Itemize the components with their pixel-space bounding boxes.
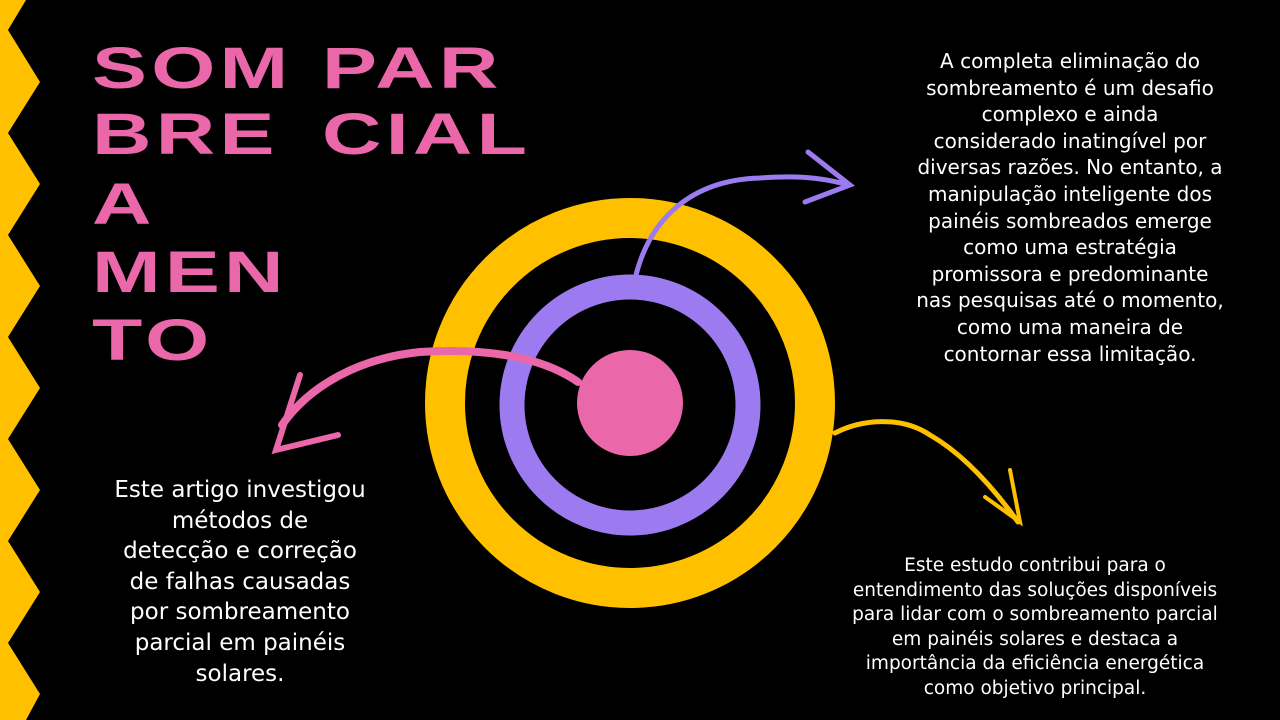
text-line: solares. [195, 660, 285, 687]
text-line: de falhas causadas [129, 568, 351, 595]
title-line: BRE [92, 102, 279, 167]
text-line: complexo e ainda [981, 102, 1159, 127]
text-line: diversas razões. No entanto, a [917, 155, 1223, 180]
text-line: detecção e correção [123, 538, 357, 565]
text-line: métodos de [171, 507, 309, 534]
text-line: nas pesquisas até o momento, [916, 288, 1224, 313]
outer-yellow-ring [425, 198, 835, 608]
text-line: parcial em painéis [134, 629, 346, 656]
text-bottom-left: Este artigo investigou métodos de detecç… [60, 475, 420, 689]
text-line: como objetivo principal. [923, 677, 1147, 699]
pink-arrow [271, 346, 582, 455]
middle-purple-ring [499, 274, 761, 536]
title-line: TO [92, 308, 214, 373]
text-line: manipulação inteligente dos [927, 181, 1213, 206]
text-line: importância da eficiência energética [865, 653, 1205, 675]
text-line: contornar essa limitação. [943, 341, 1197, 366]
text-line: por sombreamento [130, 599, 350, 626]
text-line: A completa eliminação do [940, 49, 1200, 73]
title-line: MEN [92, 240, 288, 305]
zigzag-border [0, 0, 40, 720]
text-top-right: A completa eliminação do sombreamento é … [870, 48, 1270, 367]
text-line: Este estudo contribui para o [904, 555, 1166, 576]
text-line: como uma estratégia [963, 235, 1177, 260]
text-line: promissora e predominante [931, 261, 1209, 286]
text-line: como uma maneira de [956, 314, 1184, 339]
text-line: entendimento das soluções disponíveis [852, 579, 1218, 601]
text-line: painéis sombreados emerge [928, 208, 1212, 233]
text-line: Este artigo investigou [114, 477, 366, 503]
text-bottom-right: Este estudo contribui para o entendiment… [800, 554, 1270, 702]
title-line: SOM [92, 36, 293, 101]
text-line: em painéis solares e destaca a [891, 628, 1179, 650]
yellow-arrow [832, 419, 1023, 527]
text-line: sombreamento é um desafio [926, 75, 1214, 100]
center-pink-dot [577, 350, 683, 456]
purple-arrow [633, 149, 856, 278]
text-line: para lidar com o sombreamento parcial [852, 604, 1218, 626]
title-line: A [92, 172, 156, 237]
title-line: PAR [322, 36, 503, 101]
text-line: considerado inatingível por [933, 128, 1207, 153]
title-line: CIAL [322, 102, 532, 167]
